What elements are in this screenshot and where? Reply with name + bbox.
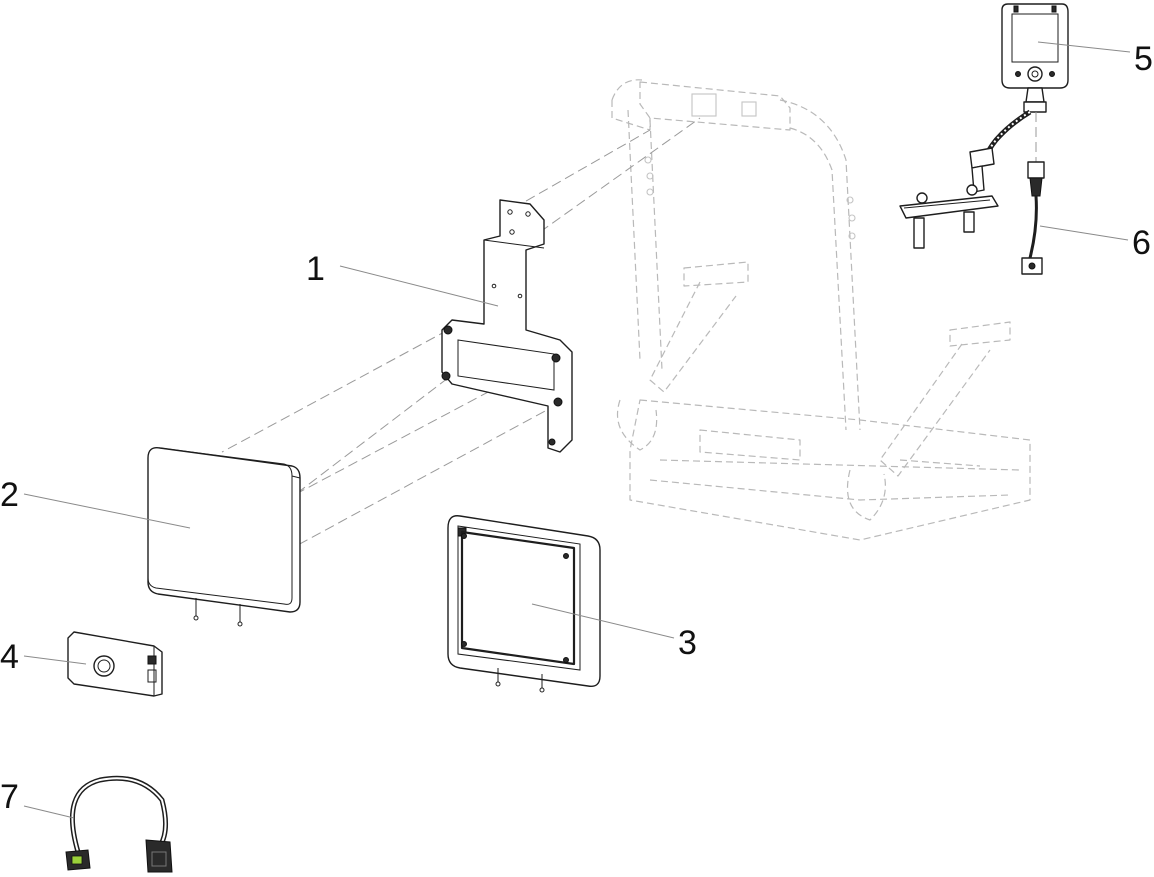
speaker-box bbox=[67, 631, 163, 697]
callout-6: 6 bbox=[1132, 224, 1151, 262]
seat-frame-ghost bbox=[611, 79, 1031, 541]
callout-5: 5 bbox=[1134, 40, 1153, 78]
connector-cable bbox=[1021, 112, 1045, 275]
callouts: 1 2 3 4 5 6 7 bbox=[0, 40, 1153, 816]
mounting-bracket bbox=[441, 199, 573, 453]
callout-7: 7 bbox=[0, 778, 19, 816]
callout-1: 1 bbox=[306, 250, 325, 288]
callout-2: 2 bbox=[0, 476, 19, 514]
handheld-controller bbox=[899, 3, 1069, 249]
extension-cable bbox=[65, 775, 173, 873]
callout-3: 3 bbox=[678, 624, 697, 662]
monitor-front bbox=[447, 515, 601, 693]
leader-lines bbox=[23, 41, 1131, 819]
monitor-back bbox=[147, 447, 301, 627]
callout-4: 4 bbox=[0, 638, 19, 676]
